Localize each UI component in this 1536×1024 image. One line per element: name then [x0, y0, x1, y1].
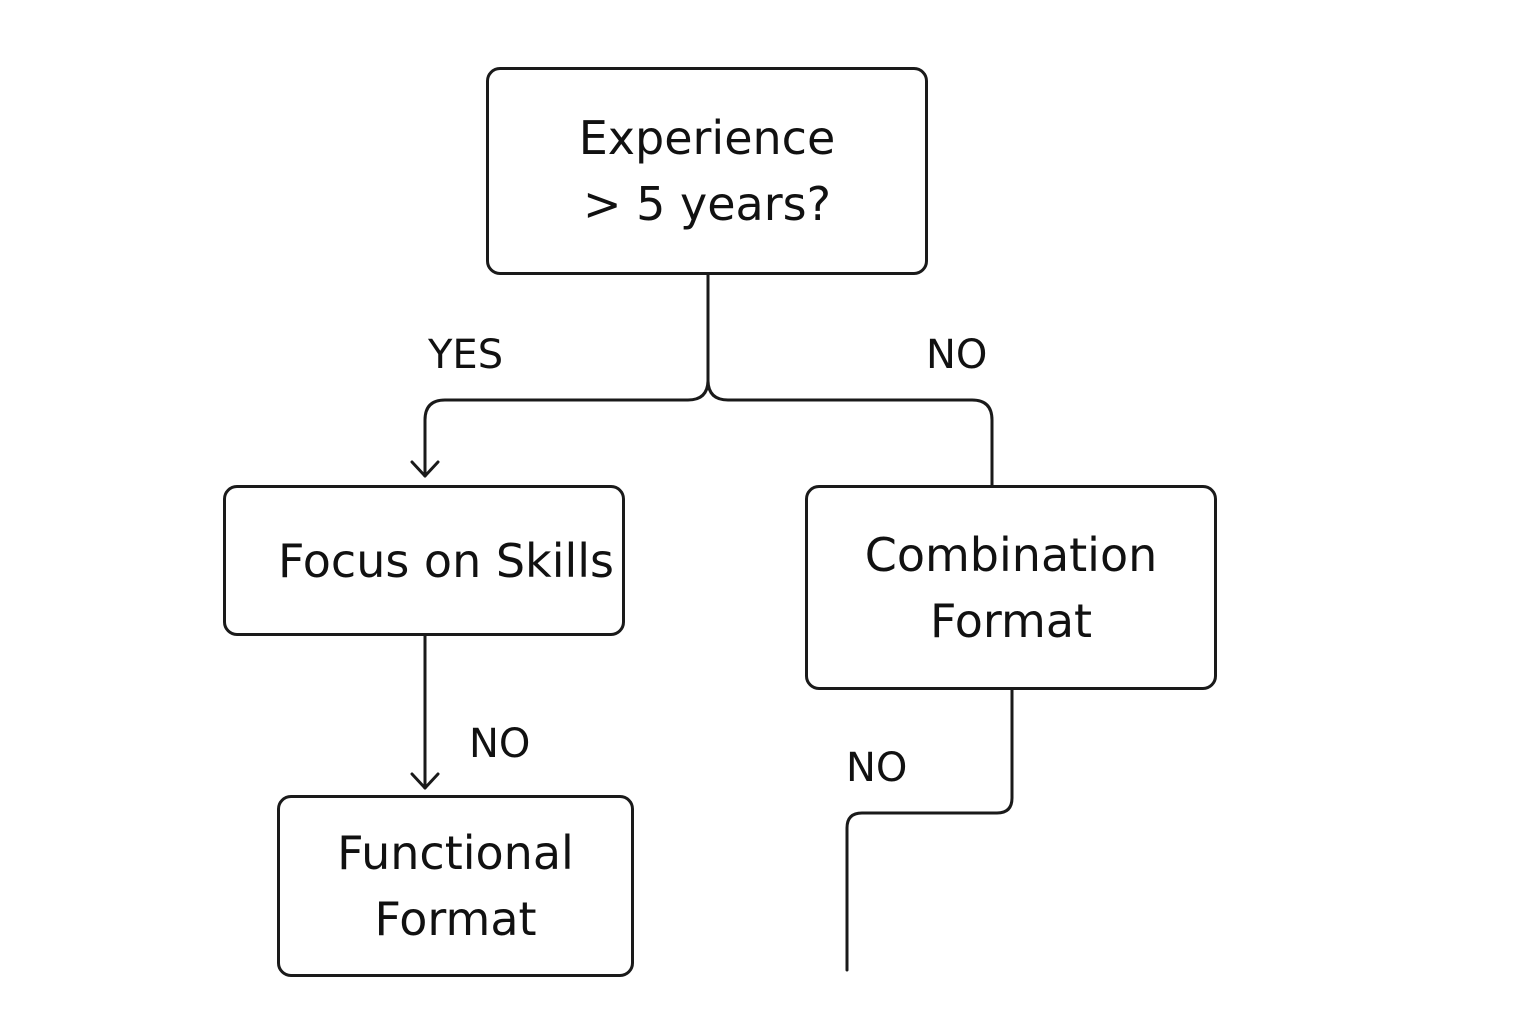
node-combination-line1: Combination — [864, 527, 1158, 582]
arrowhead-functional — [410, 772, 440, 790]
node-functional-line2: Format — [374, 892, 537, 946]
node-experience-line1: Experience — [578, 111, 836, 165]
node-experience-line2: > 5 years? — [582, 177, 832, 231]
node-combination-line2: Format — [929, 593, 1093, 648]
edge-label-yes: YES — [428, 332, 504, 378]
edge-combination-to-next — [845, 688, 1014, 972]
node-functional-format: Functional Format — [277, 795, 634, 977]
edge-label-no-bottom: NO — [846, 745, 908, 791]
edge-root-to-combination — [706, 378, 994, 487]
node-functional-line1: Functional — [337, 826, 574, 880]
edge-label-no-right: NO — [926, 332, 988, 378]
edge-label-no-functional: NO — [469, 721, 531, 767]
edge-root-to-skills — [423, 273, 710, 478]
node-experience-question: Experience > 5 years? — [486, 67, 928, 275]
node-combination-format: Combination Format — [805, 485, 1217, 690]
node-focus-on-skills-label: Focus on Skills — [277, 533, 614, 588]
arrowhead-skills — [410, 460, 440, 478]
node-focus-on-skills: Focus on Skills — [223, 485, 625, 636]
